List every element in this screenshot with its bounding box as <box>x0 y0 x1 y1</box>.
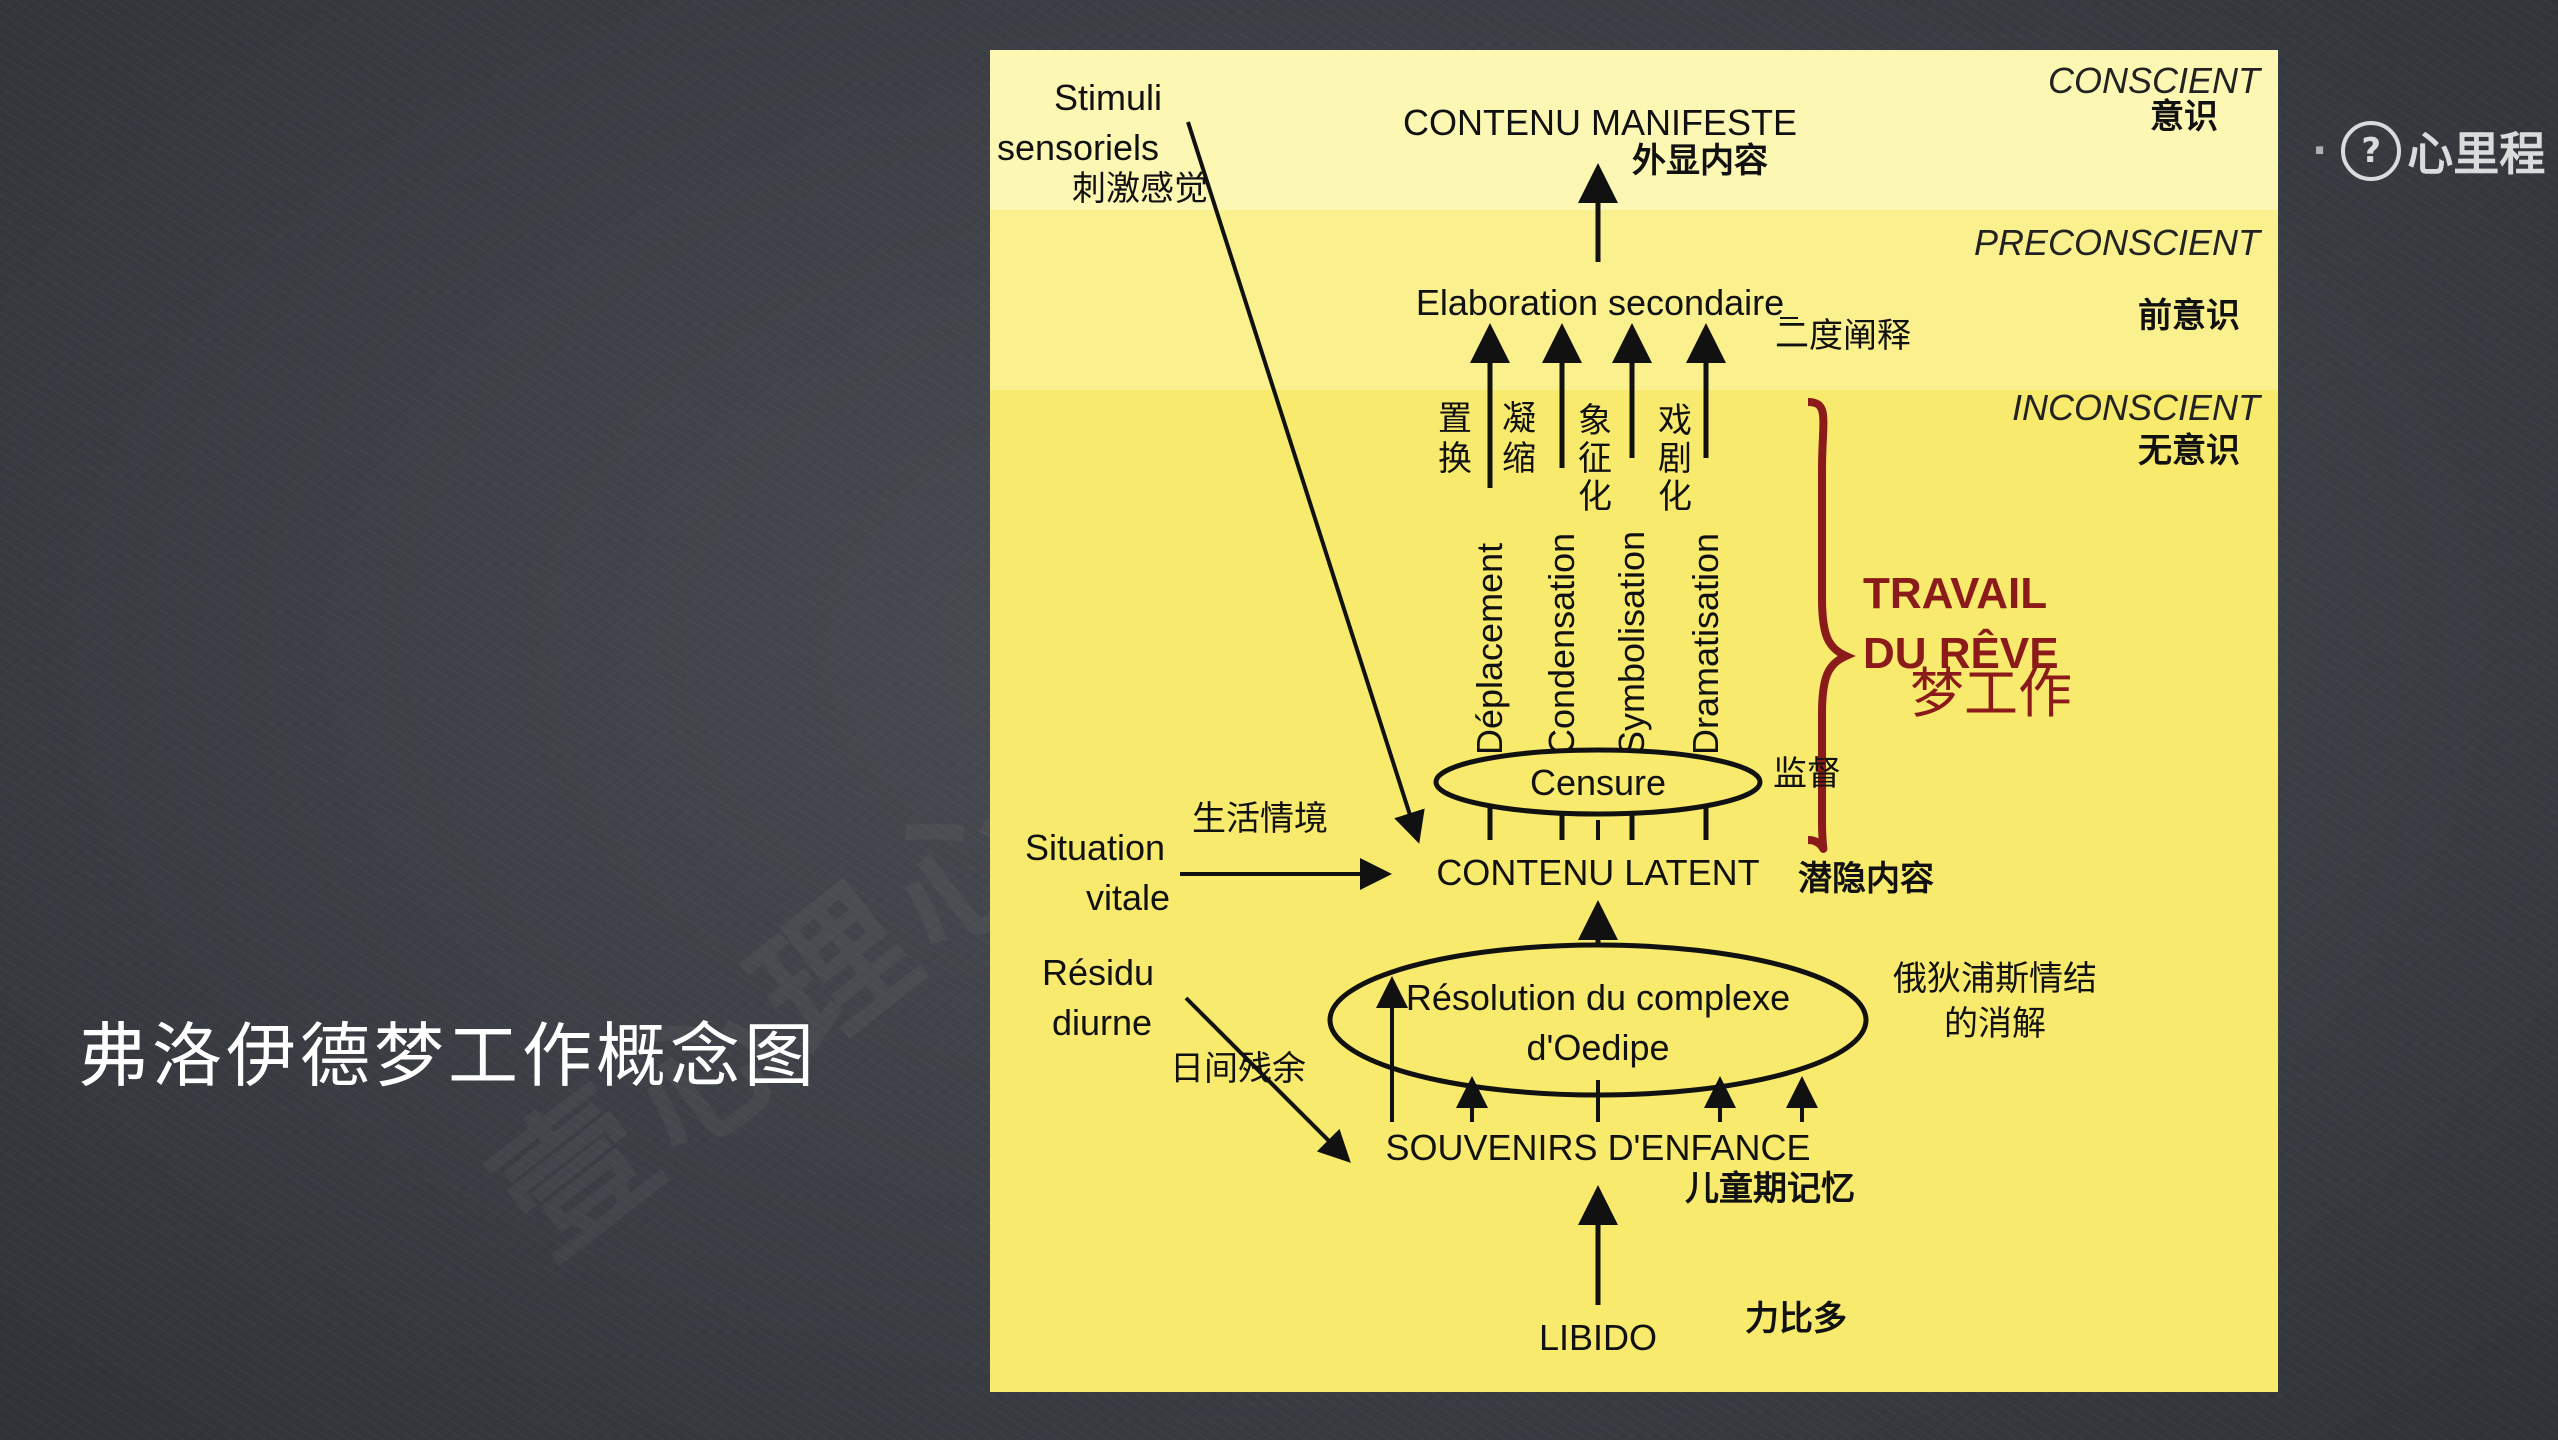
zone-inconscient-label: INCONSCIENT <box>2012 387 2263 428</box>
oedipe-zh-line1: 俄狄浦斯情结 <box>1893 959 2097 999</box>
mechanism-symbolisation-zh-1: 象 <box>1578 401 1612 441</box>
mechanism-condensation-zh-1: 凝 <box>1502 399 1536 439</box>
souvenirs-label: SOUVENIRS D'ENFANCE <box>1386 1127 1811 1168</box>
libido-label: LIBIDO <box>1539 1317 1657 1358</box>
brand-mark-icon: ? <box>2341 121 2402 181</box>
zone-preconscient-zh: 前意识 <box>2138 296 2240 336</box>
brand-name: 心里程 <box>2407 127 2546 181</box>
brand-logo: · ? 心里程 <box>2312 118 2545 184</box>
mech-label-bg-3 <box>1612 458 1652 756</box>
travail-brace <box>1807 398 1856 853</box>
censure-zh: 监督 <box>1773 754 1841 794</box>
contenu-latent-label: CONTENU LATENT <box>1436 852 1759 893</box>
oedipe-label-line1: Résolution du complexe <box>1406 977 1790 1018</box>
zone-conscient <box>990 50 2278 210</box>
mech-label-bg-2 <box>1542 468 1582 756</box>
mech-label-bg-4 <box>1686 458 1726 756</box>
mechanism-deplacement-zh-1: 置 <box>1438 399 1472 439</box>
contenu-manifeste-zh: 外显内容 <box>1632 141 1768 181</box>
mechanism-symbolisation: Symbolisation <box>1611 531 1652 755</box>
dream-work-diagram: CONSCIENT 意识 PRECONSCIENT 前意识 INCONSCIEN… <box>990 50 2278 1392</box>
mechanism-deplacement: Déplacement <box>1469 543 1510 755</box>
arrow-stimuli-to-latent <box>1186 121 1425 844</box>
stimuli-label-line2: sensoriels <box>997 127 1159 168</box>
travail-zh: 梦工作 <box>1910 662 2072 725</box>
situation-zh: 生活情境 <box>1192 799 1328 839</box>
oedipe-zh-line2: 的消解 <box>1944 1004 2046 1044</box>
stimuli-label-line1: Stimuli <box>1054 77 1162 118</box>
mechanism-symbolisation-zh-3: 化 <box>1578 477 1612 517</box>
zone-conscient-label: CONSCIENT <box>2048 60 2263 101</box>
residu-label-line2: diurne <box>1052 1002 1152 1043</box>
elaboration-label: Elaboration secondaire <box>1416 282 1784 323</box>
contenu-manifeste-label: CONTENU MANIFESTE <box>1403 102 1797 143</box>
stimuli-zh: 刺激感觉 <box>1072 169 1208 209</box>
situation-label-line1: Situation <box>1025 827 1165 868</box>
page-title: 弗洛伊德梦工作概念图 <box>78 1015 818 1097</box>
situation-label-line2: vitale <box>1086 877 1170 918</box>
mechanism-dramatisation-zh-3: 化 <box>1658 477 1692 517</box>
residu-label-line1: Résidu <box>1042 952 1154 993</box>
residu-zh: 日间残余 <box>1170 1049 1306 1089</box>
mechanism-condensation-zh-2: 缩 <box>1502 439 1536 479</box>
zone-inconscient-zh: 无意识 <box>2138 431 2240 471</box>
censure-label: Censure <box>1530 762 1666 803</box>
censure-ellipse <box>1433 747 1763 817</box>
zone-preconscient-label: PRECONSCIENT <box>1974 222 2263 263</box>
souvenirs-zh: 儿童期记忆 <box>1685 1169 1855 1209</box>
mechanism-symbolisation-zh-2: 征 <box>1578 439 1612 479</box>
arrow-residu-to-souvenirs <box>1184 996 1351 1163</box>
mech-label-bg-1 <box>1470 488 1510 756</box>
mechanism-dramatisation-zh-2: 剧 <box>1658 439 1692 479</box>
oedipe-ellipse <box>1327 942 1869 1098</box>
mechanism-dramatisation-zh-1: 戏 <box>1658 401 1692 441</box>
contenu-latent-zh: 潜隐内容 <box>1798 859 1934 899</box>
brand-separator: · <box>2312 128 2328 174</box>
mechanism-deplacement-zh-2: 换 <box>1438 439 1472 479</box>
mechanism-dramatisation: Dramatisation <box>1685 533 1726 755</box>
oedipe-label-line2: d'Oedipe <box>1527 1027 1670 1068</box>
zone-conscient-zh: 意识 <box>2150 97 2218 137</box>
mechanism-condensation: Condensation <box>1541 533 1582 755</box>
elaboration-zh: 二度阐释 <box>1775 316 1911 356</box>
travail-label-line1: TRAVAIL <box>1863 569 2047 618</box>
travail-label-line2: DU RÊVE <box>1863 628 2059 678</box>
libido-zh: 力比多 <box>1745 1299 1847 1339</box>
